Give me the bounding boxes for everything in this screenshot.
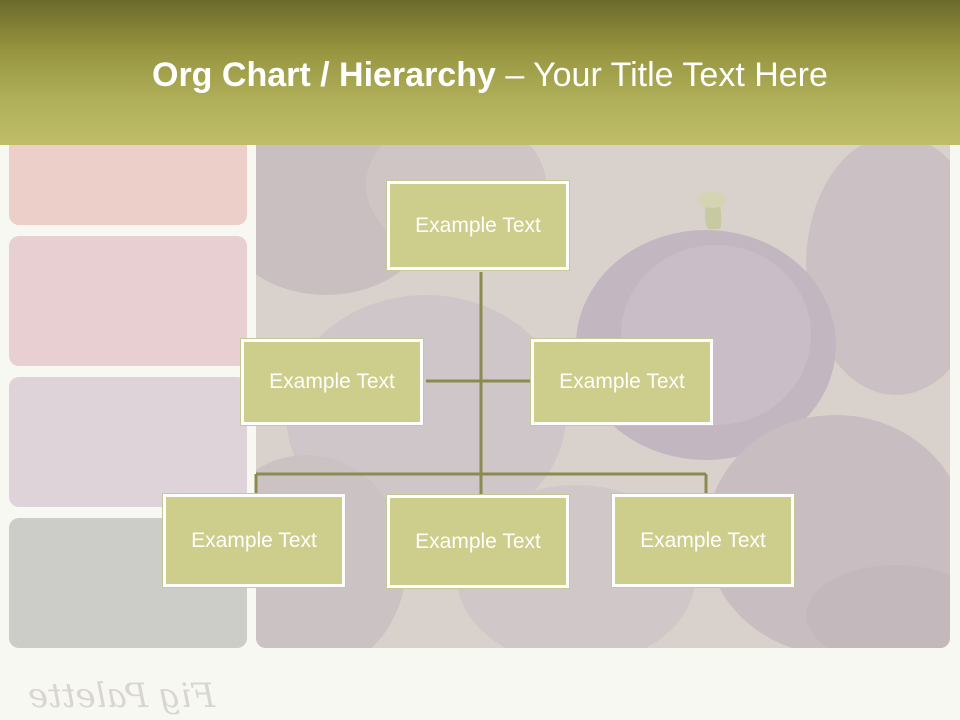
org-node-child-center[interactable]: Example Text [387,495,569,588]
fig-palette-watermark: Fig Palette [28,676,216,716]
title-banner [0,0,960,145]
palette-swatch-2 [9,236,247,366]
org-node-child-left[interactable]: Example Text [163,494,345,587]
palette-swatch-1 [9,145,247,225]
title-separator: – [495,56,534,94]
org-node-assistant-right[interactable]: Example Text [531,339,713,425]
org-node-assistant-left[interactable]: Example Text [241,339,423,425]
org-node-child-right[interactable]: Example Text [612,494,794,587]
title-rest: Your Title Text Here [533,56,828,94]
title-bold: Org Chart / Hierarchy [152,56,496,94]
org-node-root[interactable]: Example Text [387,181,569,270]
palette-swatch-3 [9,377,247,507]
slide-title[interactable]: Org Chart / Hierarchy – Your Title Text … [152,52,942,98]
